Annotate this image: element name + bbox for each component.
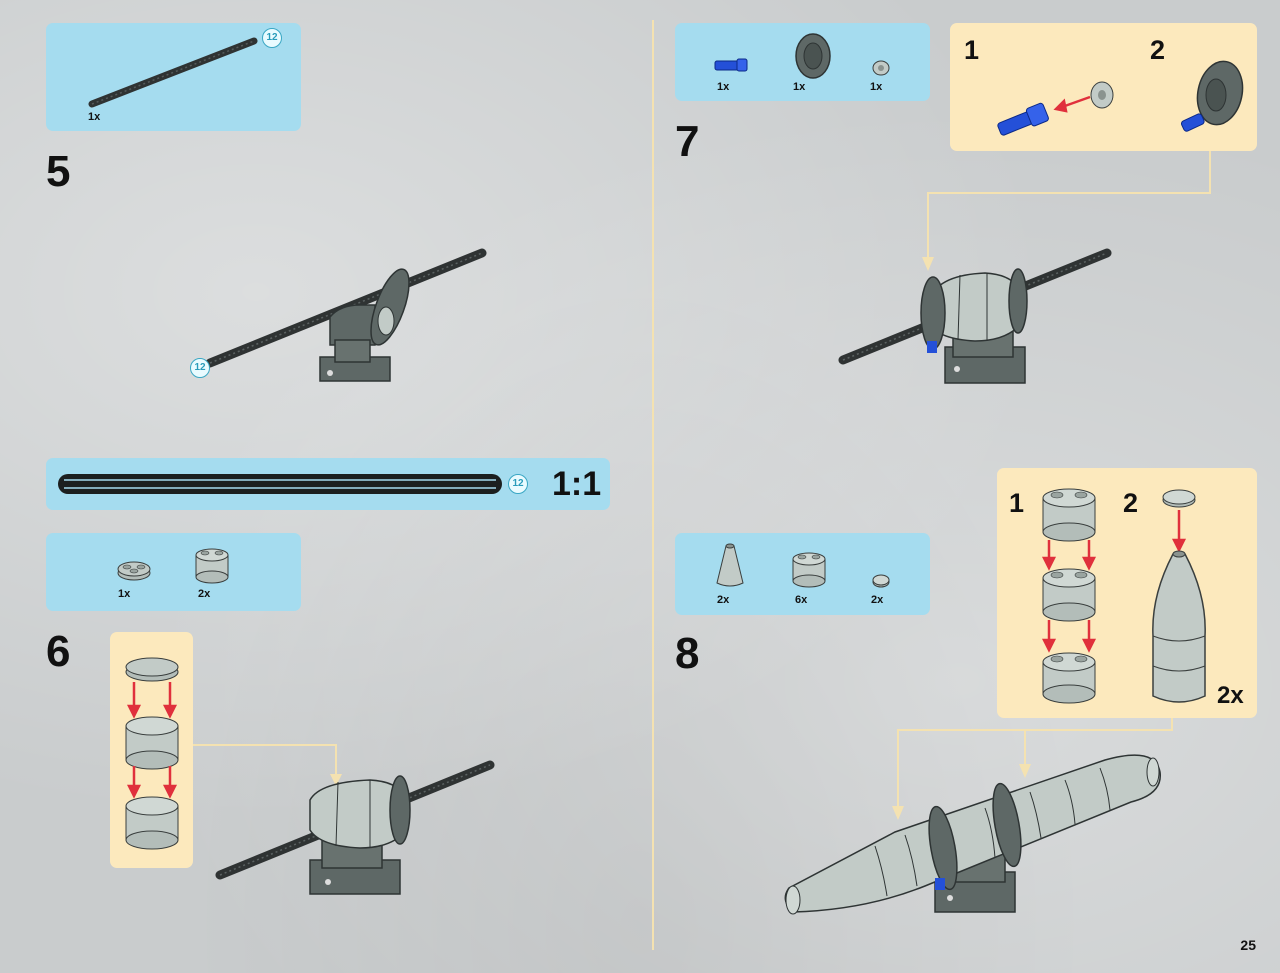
step-6-substep-panel [110, 632, 193, 868]
round-plate-part-image [117, 561, 151, 581]
substep-number-1: 1 [1009, 488, 1025, 518]
substep-1-pin-bush-image [997, 81, 1114, 136]
step-8-callout-line [892, 718, 1173, 820]
axle-12-part-image [88, 37, 258, 108]
substep-number-1: 1 [964, 35, 980, 65]
technic-bush-part-image [872, 60, 890, 76]
part-quantity: 6x [795, 594, 808, 606]
step-5-model-image [205, 248, 487, 382]
axle-length-badge: 12 [508, 474, 528, 494]
step-number-7: 7 [675, 117, 700, 166]
step-7-model-image [838, 248, 1112, 384]
step-6-parts-box: 1x 2x [46, 533, 301, 611]
stacked-bricks-image [125, 657, 179, 850]
round-brick-part-image [195, 548, 229, 584]
substep-1-brick-stack-image [1041, 488, 1097, 704]
substep-2-dish-pin-image [1180, 60, 1244, 132]
scale-label: 1:1 [552, 465, 602, 503]
step-6-model-image [215, 760, 495, 895]
step-number-6: 6 [46, 627, 71, 676]
axle-length-badge: 12 [190, 358, 210, 378]
part-quantity: 1x [88, 111, 101, 123]
step-8-substep-panel: 1 2 [997, 468, 1257, 718]
step-5-parts-box: 12 1x [46, 23, 301, 131]
step-8-parts-box: 2x 6x 2x [675, 533, 930, 615]
scale-bar-box: 12 1:1 [46, 458, 610, 510]
part-quantity: 2x [871, 594, 884, 606]
part-quantity: 2x [198, 588, 211, 600]
step-7-substep-panel: 1 2 [950, 23, 1257, 151]
part-quantity: 1x [118, 588, 131, 600]
page-number: 25 [1240, 937, 1256, 953]
substep-number-2: 2 [1123, 488, 1139, 518]
page-divider [652, 20, 654, 950]
part-quantity: 1x [870, 81, 883, 93]
part-quantity: 1x [793, 81, 806, 93]
dish-part-image [795, 33, 831, 79]
step-number-8: 8 [675, 629, 700, 678]
round-brick-part-image [792, 552, 826, 588]
part-quantity: 1x [717, 81, 730, 93]
part-quantity: 2x [717, 594, 730, 606]
axle-length-badge: 12 [262, 28, 282, 48]
substep-multiplier: 2x [1217, 682, 1244, 709]
step-number-5: 5 [46, 147, 71, 196]
axle-scale-image [58, 474, 502, 494]
round-tile-part-image [872, 574, 890, 588]
step-8-model-image [784, 754, 1161, 915]
substep-number-2: 2 [1150, 35, 1166, 65]
technic-pin-part-image [714, 58, 748, 72]
cone-part-image [716, 543, 744, 587]
step-6-callout-line [193, 744, 342, 786]
substep-2-cone-assembly-image [1152, 489, 1206, 703]
step-7-parts-box: 1x 1x 1x [675, 23, 930, 101]
step-7-callout-line [922, 151, 1211, 271]
